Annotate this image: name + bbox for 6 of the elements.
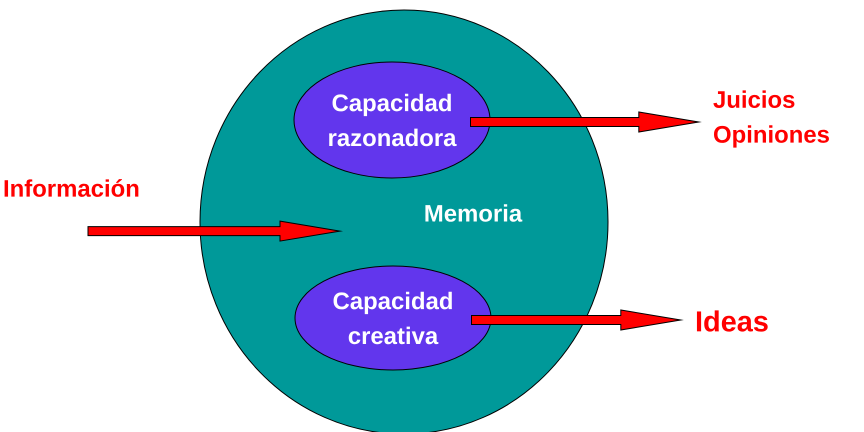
output-label: Ideas bbox=[696, 310, 768, 332]
output-label: Información bbox=[4, 179, 138, 197]
block-arrow bbox=[470, 111, 702, 133]
block-arrow bbox=[471, 309, 684, 331]
output-label: Juicios Opiniones bbox=[713, 90, 829, 148]
block-arrow bbox=[88, 220, 344, 242]
